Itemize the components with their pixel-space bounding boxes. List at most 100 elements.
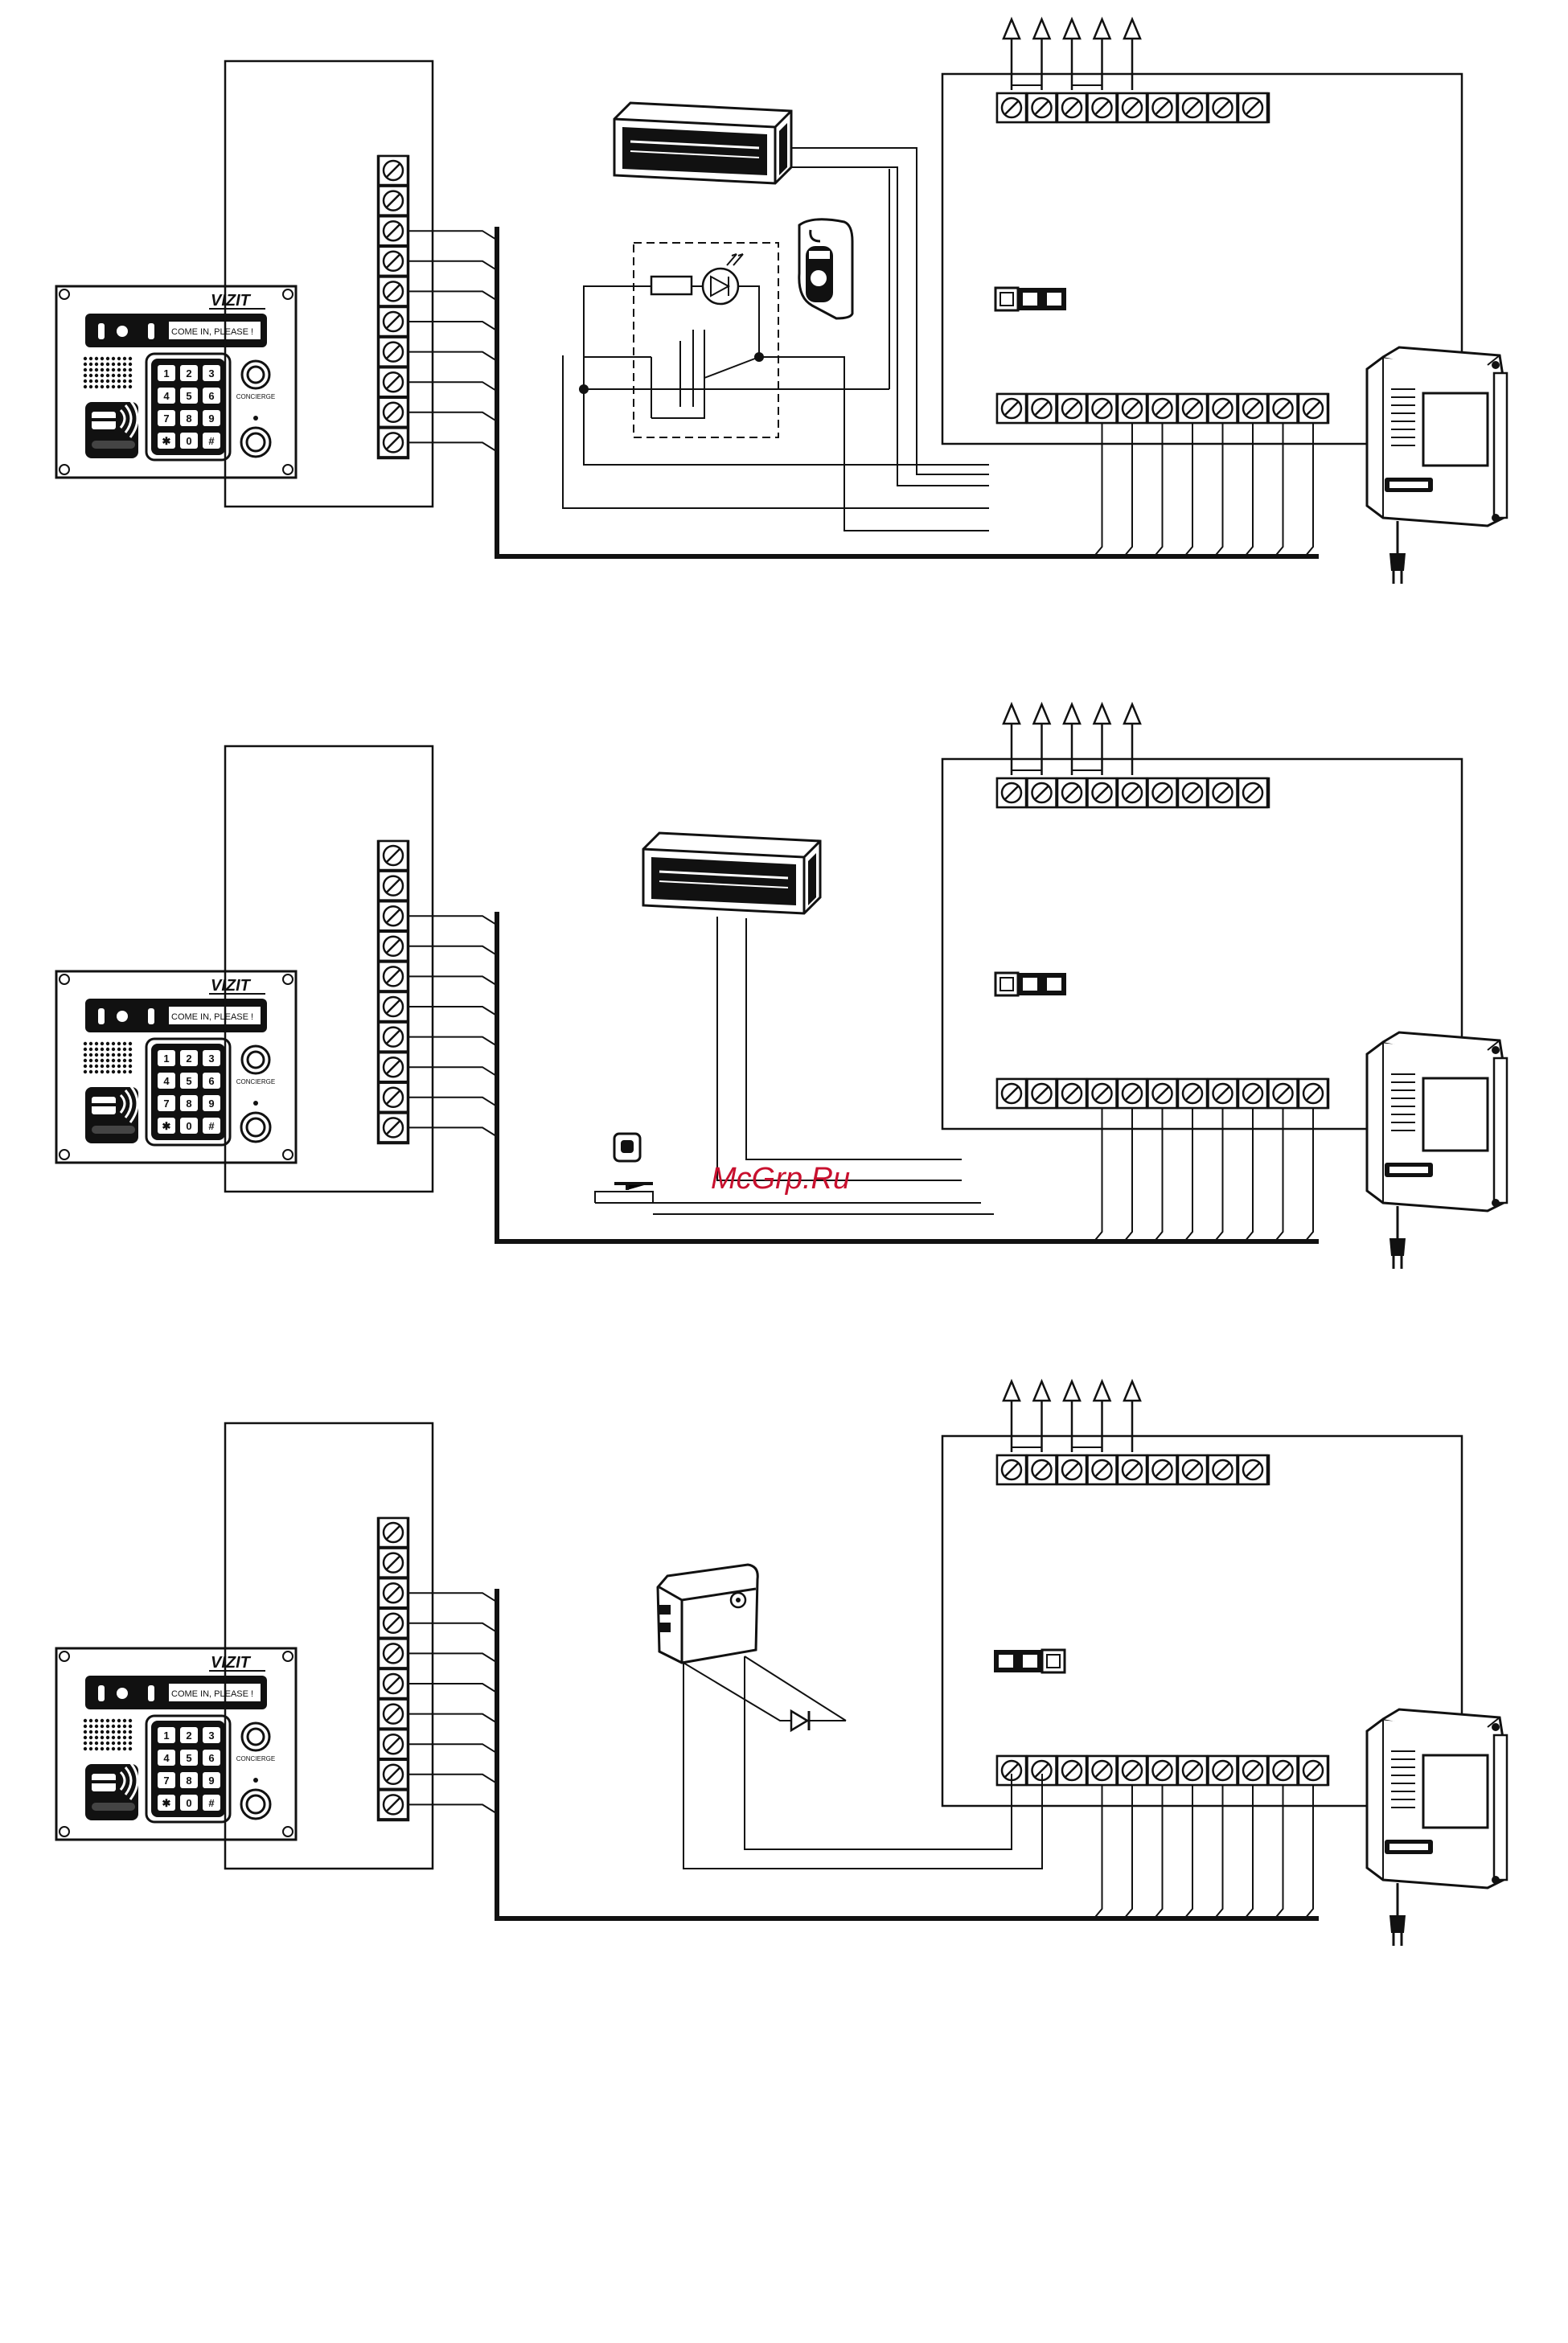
diagram-bottom: [225, 1381, 1507, 1946]
power-supply: [1367, 347, 1507, 526]
screw-terminal: [379, 1549, 408, 1578]
screw-terminal: [1209, 778, 1238, 807]
svg-text:1: 1: [163, 1053, 169, 1065]
screw-terminal: [1238, 1455, 1267, 1484]
screw-terminal: [1299, 1756, 1328, 1785]
svg-text:2: 2: [186, 1053, 191, 1065]
controller-top-terminals: [997, 93, 1269, 122]
screw-terminal: [1209, 394, 1238, 423]
screw-terminal: [1057, 394, 1086, 423]
screw-terminal: [379, 1518, 408, 1547]
svg-text:#: #: [208, 1120, 215, 1132]
screw-terminal: [379, 338, 408, 367]
svg-text:5: 5: [186, 390, 191, 402]
brand-logo: VIZIT: [211, 1654, 252, 1672]
screw-terminal: [379, 277, 408, 306]
svg-text:4: 4: [163, 1075, 170, 1087]
output-arrow-icon: [1064, 704, 1080, 775]
screw-terminal: [1028, 778, 1057, 807]
screw-terminal: [1057, 1756, 1086, 1785]
screw-terminal: [1238, 394, 1267, 423]
screw-terminal: [379, 932, 408, 961]
screw-terminal: [379, 1113, 408, 1142]
svg-text:5: 5: [186, 1752, 191, 1764]
screw-terminal: [1148, 778, 1177, 807]
mains-plug: [1389, 521, 1406, 584]
screw-terminal: [1238, 1756, 1267, 1785]
screw-terminal: [1118, 394, 1147, 423]
screw-terminal: [1209, 93, 1238, 122]
screw-terminal: [1209, 1455, 1238, 1484]
screw-terminal: [1118, 1756, 1147, 1785]
screw-terminal: [1238, 778, 1267, 807]
jumper-block: [994, 1650, 1065, 1672]
controller-bottom-terminals: [997, 394, 1328, 423]
screw-terminal: [1028, 394, 1057, 423]
screw-terminal: [379, 1023, 408, 1052]
svg-text:4: 4: [163, 390, 170, 402]
screw-terminal: [1057, 93, 1086, 122]
svg-text:3: 3: [208, 367, 214, 380]
screw-terminal: [1028, 1455, 1057, 1484]
controller-top-terminals: [997, 778, 1269, 807]
screw-terminal: [997, 778, 1026, 807]
screw-terminal: [379, 1053, 408, 1081]
left-terminal-strip: [378, 156, 408, 458]
brand-logo: VIZIT: [211, 292, 252, 310]
screw-terminal: [1057, 1455, 1086, 1484]
screw-terminal: [379, 1609, 408, 1638]
svg-text:0: 0: [186, 1797, 191, 1809]
output-arrows: [1004, 19, 1140, 90]
svg-text:9: 9: [208, 412, 214, 425]
screw-terminal: [1178, 1079, 1207, 1108]
controller-bottom-terminals: [997, 1756, 1328, 1785]
output-arrow-icon: [1094, 704, 1110, 775]
svg-text:✱: ✱: [162, 1120, 171, 1132]
screw-terminal: [1299, 394, 1328, 423]
screw-terminal: [379, 398, 408, 427]
left-terminal-strip: [378, 841, 408, 1143]
jumper-block: [995, 973, 1066, 995]
controller-bottom-terminals: [997, 1079, 1328, 1108]
svg-text:6: 6: [208, 390, 214, 402]
svg-text:9: 9: [208, 1098, 214, 1110]
screw-terminal: [379, 1790, 408, 1819]
svg-text:0: 0: [186, 1120, 191, 1132]
power-supply: [1367, 1709, 1507, 1888]
output-arrows: [1004, 1381, 1140, 1452]
watermark: McGrp.Ru: [711, 1162, 850, 1196]
mains-plug: [1389, 1206, 1406, 1269]
mains-plug: [1389, 1883, 1406, 1946]
screw-terminal: [1269, 394, 1298, 423]
screw-terminal: [1178, 778, 1207, 807]
output-arrow-icon: [1034, 1381, 1050, 1452]
output-arrow-icon: [1034, 704, 1050, 775]
screw-terminal: [1299, 1079, 1328, 1108]
screw-terminal: [1118, 93, 1147, 122]
electromechanical-lock: [658, 1565, 757, 1663]
screw-terminal: [379, 187, 408, 215]
output-arrow-icon: [1124, 19, 1140, 90]
screw-terminal: [997, 93, 1026, 122]
concierge-label: CONCIERGE: [236, 1078, 275, 1085]
screw-terminal: [1088, 1756, 1117, 1785]
screw-terminal: [1088, 778, 1117, 807]
output-arrow-icon: [1064, 1381, 1080, 1452]
screw-terminal: [1238, 93, 1267, 122]
screw-terminal: [1178, 93, 1207, 122]
screw-terminal: [379, 367, 408, 396]
output-arrow-icon: [1034, 19, 1050, 90]
screw-terminal: [379, 1700, 408, 1729]
screw-terminal: [1088, 394, 1117, 423]
svg-text:✱: ✱: [162, 1797, 171, 1809]
svg-text:7: 7: [163, 1098, 169, 1110]
jumper-block: [995, 288, 1066, 310]
screw-terminal: [379, 872, 408, 901]
screw-terminal: [1118, 778, 1147, 807]
screw-terminal: [1178, 1455, 1207, 1484]
left-terminal-strip: [378, 1518, 408, 1820]
svg-text:7: 7: [163, 1775, 169, 1787]
screw-terminal: [379, 247, 408, 276]
